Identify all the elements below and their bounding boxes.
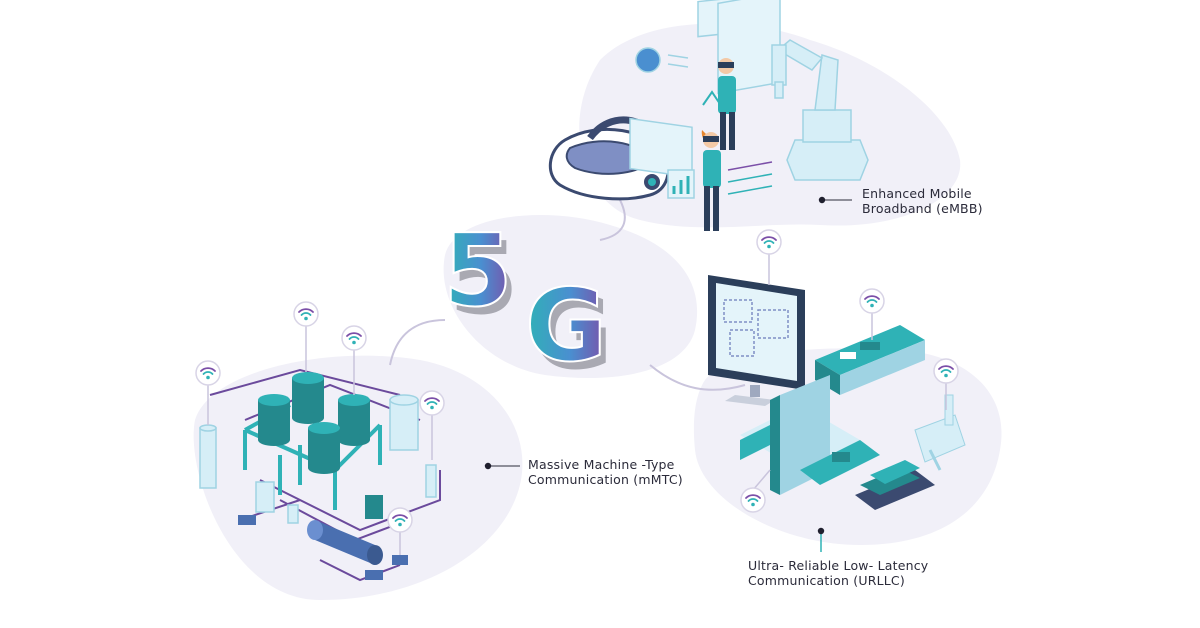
wifi-icon — [195, 360, 221, 386]
wifi-icon — [341, 325, 367, 351]
label-mmtc: Massive Machine -Type Communication (mMT… — [528, 457, 683, 487]
logo-5g: 5 5 G G — [442, 211, 613, 392]
wifi-icon — [859, 288, 885, 314]
wifi-icon — [293, 301, 319, 327]
wifi-icon — [933, 358, 959, 384]
connector-5g-urllc — [649, 364, 746, 391]
wifi-icon — [756, 229, 782, 255]
storage-tank-icon — [338, 394, 370, 446]
worker-top — [718, 58, 736, 150]
wifi-icon — [387, 507, 413, 533]
conveyor-machine — [740, 325, 925, 495]
svg-text:G: G — [531, 275, 613, 392]
urllc-area — [708, 275, 966, 552]
mmtc-area — [199, 368, 520, 582]
label-mmtc-line2: Communication (mMTC) — [528, 472, 683, 487]
label-embb-line1: Enhanced Mobile — [862, 186, 972, 201]
label-urllc-line1: Ultra- Reliable Low- Latency — [748, 558, 929, 573]
robot-arm-icon — [771, 39, 869, 181]
pallet-icon — [855, 460, 935, 510]
blob-mmtc — [193, 355, 523, 600]
connector-5g-mmtc — [389, 319, 446, 366]
label-embb-line2: Broadband (eMBB) — [862, 201, 983, 216]
urllc-pointer-dot — [817, 527, 825, 535]
cylinder-tank — [307, 520, 383, 565]
hologram-panels — [629, 0, 781, 199]
wifi-icon — [740, 487, 766, 513]
storage-tank-icon — [258, 394, 290, 446]
embb-pointer-dot — [818, 196, 826, 204]
label-urllc: Ultra- Reliable Low- Latency Communicati… — [748, 558, 928, 588]
monitor-icon — [708, 275, 805, 406]
svg-text:5: 5 — [449, 220, 519, 337]
label-urllc-line2: Communication (URLLC) — [748, 573, 905, 588]
embb-area — [549, 0, 869, 231]
forklift-icon — [914, 394, 966, 471]
worker-bottom — [701, 130, 721, 231]
blob-5g — [443, 215, 698, 378]
label-mmtc-line1: Massive Machine -Type — [528, 457, 675, 472]
storage-tank-icon — [292, 372, 324, 424]
svg-text:G: G — [525, 267, 607, 384]
mmtc-pointer-dot — [484, 462, 492, 470]
svg-text:5: 5 — [443, 212, 513, 329]
storage-tank-icon — [308, 422, 340, 474]
wifi-icon — [419, 390, 445, 416]
connector-headset-5g — [599, 199, 626, 241]
label-embb: Enhanced Mobile Broadband (eMBB) — [862, 186, 983, 216]
